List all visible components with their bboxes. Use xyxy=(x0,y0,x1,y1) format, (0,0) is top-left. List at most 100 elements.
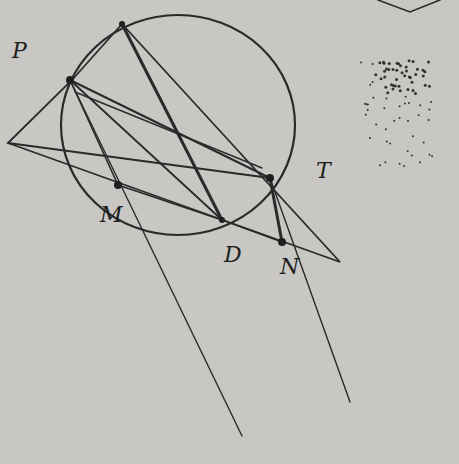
shading-dot xyxy=(414,92,417,95)
point-label: T xyxy=(316,160,331,182)
shading-dot xyxy=(372,63,374,65)
shading-dot xyxy=(431,155,433,157)
shading-dot xyxy=(372,81,374,83)
point-label: D xyxy=(224,244,242,266)
point xyxy=(119,21,125,27)
shading-dot xyxy=(386,91,389,94)
corner-shape xyxy=(378,0,440,12)
shading-dot xyxy=(367,104,369,106)
ray xyxy=(70,80,242,436)
shading-dot xyxy=(384,161,386,163)
shading-dot xyxy=(399,64,402,67)
shading-dot xyxy=(369,84,371,86)
shading-dot xyxy=(379,164,381,166)
shading-dot xyxy=(422,69,425,72)
point xyxy=(66,76,74,84)
shading-dot xyxy=(367,109,369,111)
point xyxy=(114,181,122,189)
segment xyxy=(270,178,282,242)
shading-dot xyxy=(386,140,388,142)
shading-dot xyxy=(411,154,413,156)
point xyxy=(219,217,225,223)
point xyxy=(278,238,286,246)
shading-dot xyxy=(405,96,407,98)
triangle xyxy=(8,24,340,262)
shading-dot xyxy=(408,102,410,104)
shading-dot xyxy=(372,97,374,99)
shading-dot xyxy=(396,62,399,65)
shading-dot xyxy=(383,70,386,73)
shading-dot xyxy=(394,84,397,87)
shading-dot xyxy=(393,120,395,122)
shading-dot xyxy=(424,84,427,87)
shading-dot xyxy=(392,68,395,71)
shading-dot xyxy=(384,86,387,89)
shading-dot xyxy=(383,107,385,109)
point-label: N xyxy=(280,256,299,278)
shading-dot xyxy=(412,135,414,137)
shading-dot xyxy=(399,105,401,107)
shading-dot xyxy=(380,77,383,80)
shading-dot xyxy=(408,75,411,78)
segment xyxy=(122,24,222,220)
shading-dot xyxy=(422,75,425,78)
shading-dot xyxy=(407,150,409,152)
shading-dot xyxy=(369,137,371,139)
point xyxy=(266,174,274,182)
shading-dot xyxy=(399,117,401,119)
circle xyxy=(61,15,295,235)
shading-dot xyxy=(382,61,385,64)
shading-dot xyxy=(397,85,400,88)
ray xyxy=(270,178,350,402)
segment xyxy=(118,185,222,220)
shading-dot xyxy=(395,69,398,72)
shading-dot xyxy=(399,163,401,165)
point-label: M xyxy=(100,204,123,226)
shading-dot xyxy=(423,142,425,144)
shading-dot xyxy=(428,108,430,110)
shading-dot xyxy=(382,62,385,65)
shading-dot xyxy=(360,62,362,64)
shading-dot xyxy=(406,88,409,91)
shading-dot xyxy=(365,114,367,116)
shading-dot xyxy=(378,61,381,64)
shading-dot xyxy=(429,154,431,156)
shading-dot xyxy=(409,76,412,79)
shading-dot xyxy=(412,89,415,92)
segment xyxy=(70,80,270,178)
shading-dot xyxy=(385,128,387,130)
shading-dot xyxy=(401,71,404,74)
segment xyxy=(8,143,270,178)
segment xyxy=(222,220,282,242)
shading-dot xyxy=(428,119,430,121)
shading-dot xyxy=(405,69,408,72)
shading-dot xyxy=(418,114,420,116)
shading-dot xyxy=(427,61,430,64)
shading-dot xyxy=(395,78,398,81)
shading-dot xyxy=(385,98,387,100)
point-label: P xyxy=(12,40,27,62)
shading-dot xyxy=(416,68,419,71)
shading-dot xyxy=(375,124,377,126)
shading-dot xyxy=(412,60,415,63)
shading-dot xyxy=(428,85,431,88)
shading-dot xyxy=(419,104,421,106)
shading-dot xyxy=(430,101,432,103)
pencil-shading xyxy=(360,59,433,167)
shading-dot xyxy=(399,89,402,92)
shading-dot xyxy=(403,74,406,77)
shading-dot xyxy=(390,83,393,86)
shading-dot xyxy=(388,62,391,65)
shading-dot xyxy=(383,75,386,78)
shading-dot xyxy=(364,103,366,105)
segment xyxy=(70,80,222,220)
shading-dot xyxy=(403,165,405,167)
shading-dot xyxy=(410,81,413,84)
shading-dot xyxy=(374,73,377,76)
shading-dot xyxy=(391,88,394,91)
shading-dot xyxy=(419,161,421,163)
segment xyxy=(75,92,262,168)
shading-dot xyxy=(414,73,417,76)
shading-dot xyxy=(389,142,391,144)
